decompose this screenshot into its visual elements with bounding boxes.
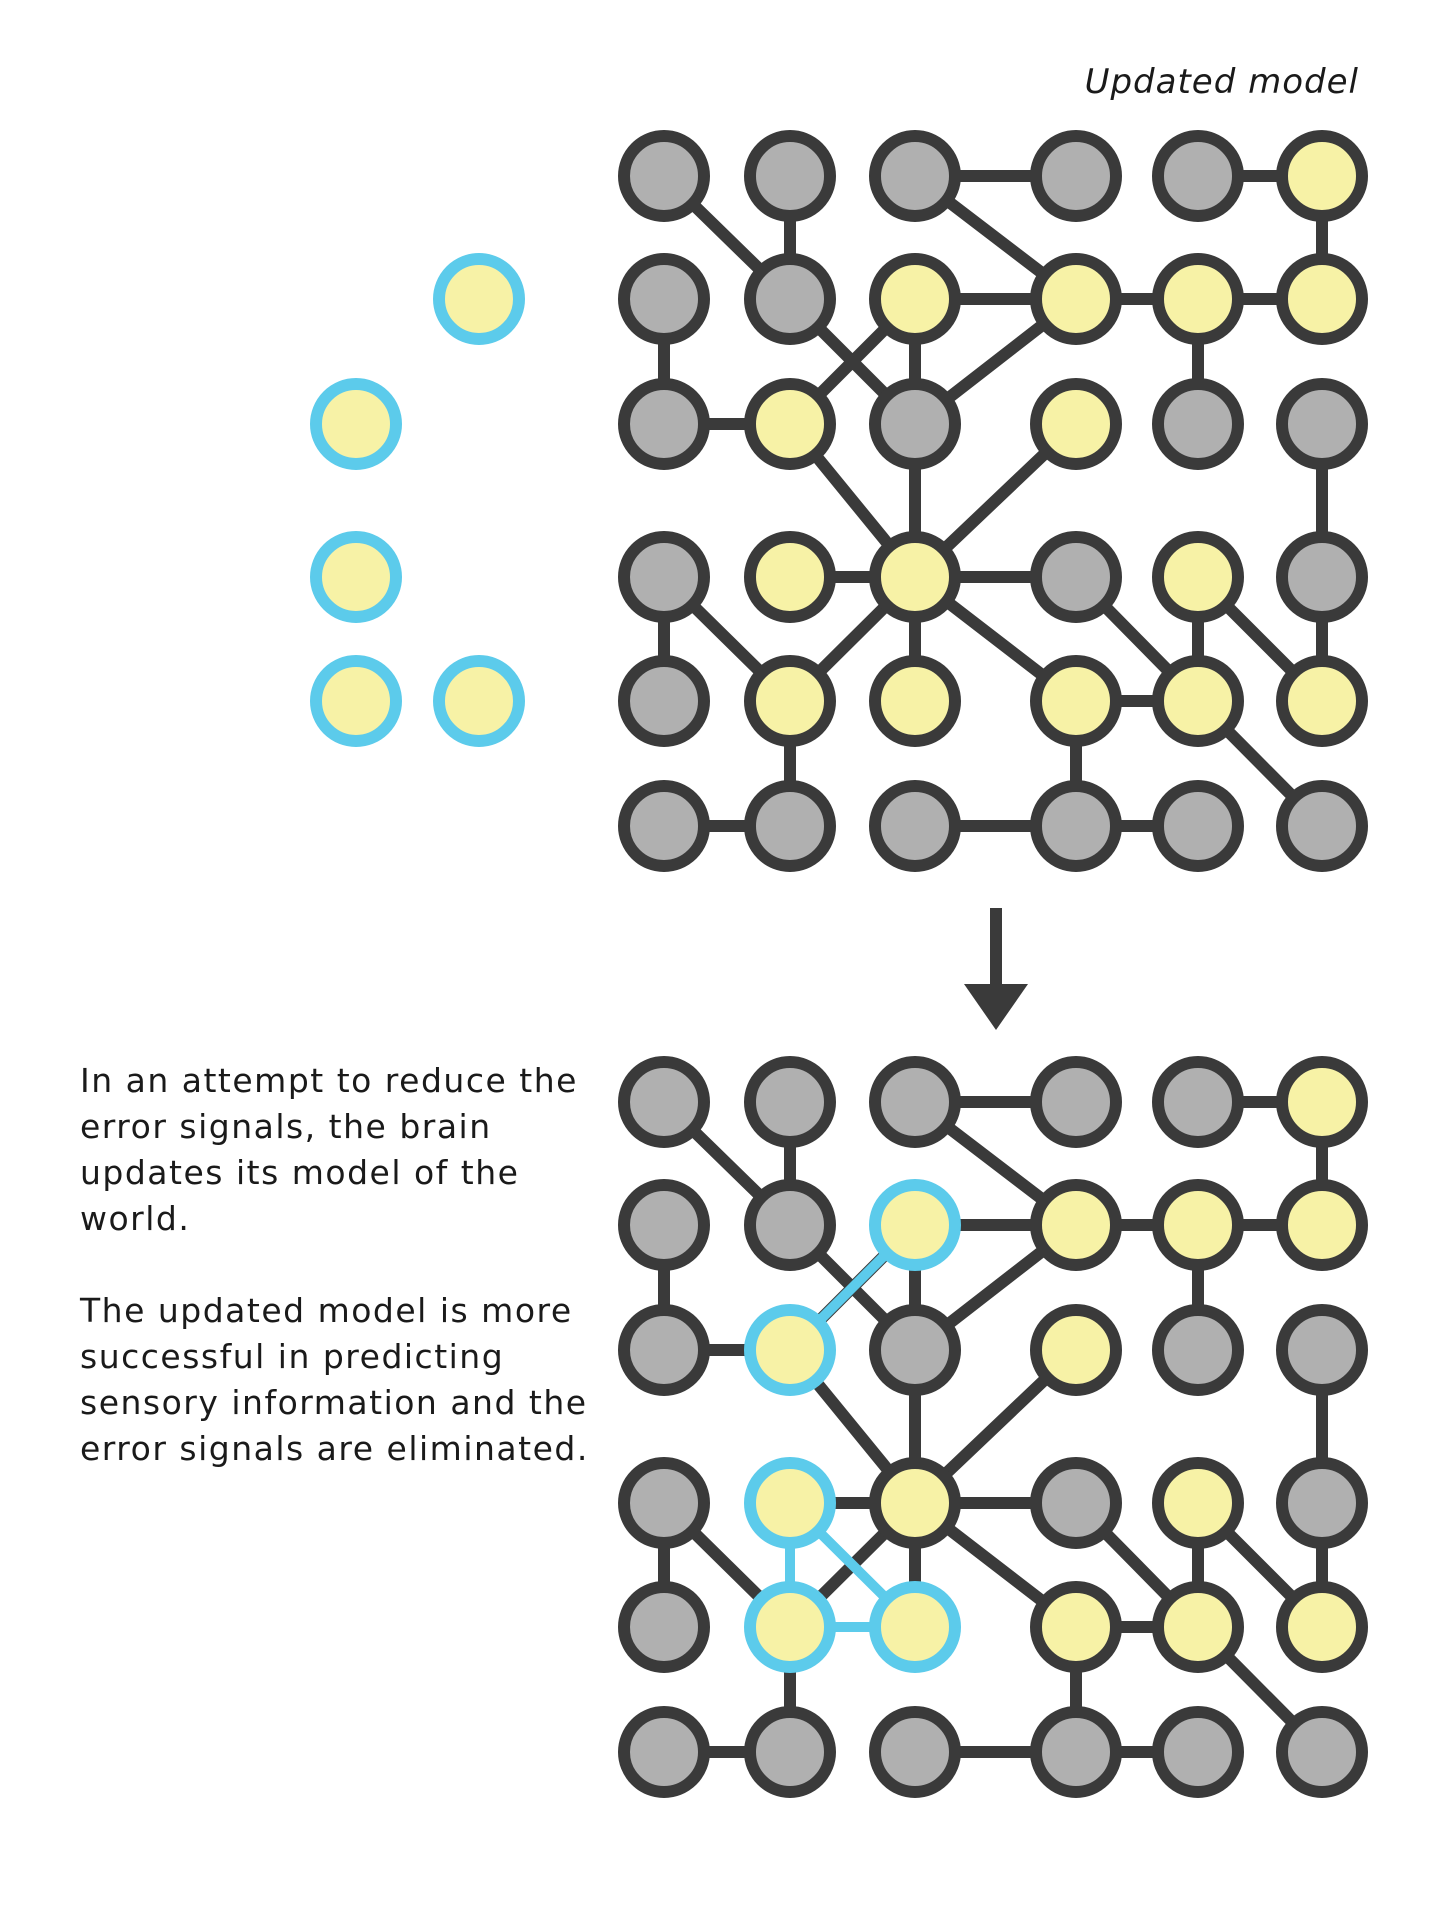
inactive-node [1152, 780, 1244, 872]
diagram-title: Updated model [1084, 62, 1359, 102]
bottom-network-after-update [618, 1056, 1368, 1798]
caption-text: In an attempt to reduce the error signal… [80, 1058, 600, 1518]
inactive-node [1152, 1304, 1244, 1396]
active-node [1276, 1056, 1368, 1148]
error-signal-node [744, 1457, 836, 1549]
active-node [1276, 130, 1368, 222]
inactive-node [869, 780, 961, 872]
error-signal-node [744, 1304, 836, 1396]
inactive-node [618, 130, 710, 222]
inactive-node [744, 1706, 836, 1798]
caption-paragraph-1: In an attempt to reduce the error signal… [80, 1061, 578, 1238]
inactive-node [1030, 1457, 1122, 1549]
active-node [744, 378, 836, 470]
inactive-node [1152, 1056, 1244, 1148]
inactive-node [869, 1706, 961, 1798]
inactive-node [618, 1581, 710, 1673]
inactive-node [618, 1179, 710, 1271]
active-node [1030, 655, 1122, 747]
inactive-node [1030, 1056, 1122, 1148]
inactive-node [618, 780, 710, 872]
active-node [1152, 1457, 1244, 1549]
inactive-node [618, 531, 710, 623]
error-signal-node [310, 655, 402, 747]
network-nodes [618, 1056, 1368, 1798]
inactive-node [869, 130, 961, 222]
error-signal-node [433, 655, 525, 747]
inactive-node [869, 378, 961, 470]
active-node [1152, 1581, 1244, 1673]
inactive-node [618, 1304, 710, 1396]
inactive-node [1152, 378, 1244, 470]
active-node [869, 531, 961, 623]
active-node [1276, 1581, 1368, 1673]
inactive-node [1152, 130, 1244, 222]
caption-paragraph-2: The updated model is more successful in … [80, 1291, 589, 1468]
active-node [1030, 378, 1122, 470]
down-arrow-icon [964, 908, 1028, 1030]
inactive-node [1276, 1304, 1368, 1396]
floating-error-signals [310, 253, 525, 747]
inactive-node [1276, 780, 1368, 872]
inactive-node [1276, 1706, 1368, 1798]
active-node [1152, 253, 1244, 345]
inactive-node [618, 1457, 710, 1549]
network-nodes [618, 130, 1368, 872]
error-signal-node [869, 1179, 961, 1271]
inactive-node [1276, 1457, 1368, 1549]
inactive-node [869, 1304, 961, 1396]
error-signal-node [433, 253, 525, 345]
inactive-node [1030, 780, 1122, 872]
active-node [1030, 1304, 1122, 1396]
inactive-node [1276, 378, 1368, 470]
error-signal-node [869, 1581, 961, 1673]
top-network-updated-model [618, 130, 1368, 872]
active-node [744, 655, 836, 747]
inactive-node [744, 253, 836, 345]
inactive-node [744, 780, 836, 872]
active-node [1152, 531, 1244, 623]
active-node [869, 253, 961, 345]
inactive-node [618, 655, 710, 747]
active-node [1276, 1179, 1368, 1271]
inactive-node [618, 253, 710, 345]
inactive-node [618, 1706, 710, 1798]
inactive-node [744, 1056, 836, 1148]
active-node [1152, 655, 1244, 747]
active-node [1030, 1581, 1122, 1673]
error-signal-node [310, 531, 402, 623]
inactive-node [744, 1179, 836, 1271]
inactive-node [869, 1056, 961, 1148]
active-node [744, 531, 836, 623]
active-node [1030, 253, 1122, 345]
active-node [869, 1457, 961, 1549]
inactive-node [744, 130, 836, 222]
error-signal-node [310, 378, 402, 470]
active-node [1276, 655, 1368, 747]
inactive-node [618, 378, 710, 470]
inactive-node [618, 1056, 710, 1148]
inactive-node [1030, 1706, 1122, 1798]
inactive-node [1152, 1706, 1244, 1798]
inactive-node [1030, 130, 1122, 222]
inactive-node [1030, 531, 1122, 623]
error-signal-node [744, 1581, 836, 1673]
active-node [1030, 1179, 1122, 1271]
active-node [1276, 253, 1368, 345]
active-node [1152, 1179, 1244, 1271]
active-node [869, 655, 961, 747]
inactive-node [1276, 531, 1368, 623]
